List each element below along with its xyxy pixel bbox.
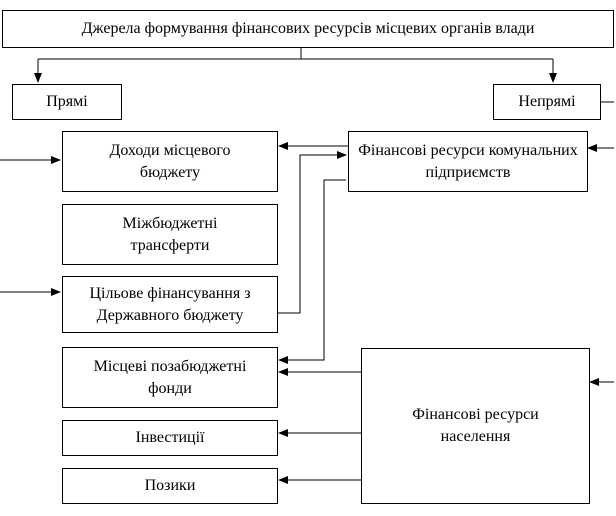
arrow-municipal-to-extrabudgetary (278, 179, 346, 364)
loans-text: Позики (144, 477, 196, 494)
population-text: Фінансові ресурси населення (412, 406, 539, 445)
municipal-enterprises-box: Фінансові ресурси комунальних підприємст… (348, 131, 588, 192)
direct-text: Прямі (46, 93, 88, 110)
local-extrabudgetary-funds-text: Місцеві позабюджетні фонди (93, 357, 247, 397)
municipal-enterprises-text: Фінансові ресурси комунальних підприємст… (358, 141, 578, 181)
targeted-state-funding-box: Цільове фінансування з Державного бюджет… (62, 276, 278, 333)
local-budget-revenue-box: Доходи місцевого бюджету (62, 131, 278, 192)
targeted-state-funding-text: Цільове фінансування з Державного бюджет… (89, 284, 251, 324)
indirect-box: Непрямі (493, 84, 601, 120)
intergovernmental-transfers-box: Міжбюджетні трансферти (62, 204, 278, 265)
investments-box: Інвестиції (62, 420, 278, 456)
investments-text: Інвестиції (135, 429, 205, 446)
population-box: Фінансові ресурси населення (361, 348, 590, 504)
loans-box: Позики (62, 468, 278, 504)
title-text: Джерела формування фінансових ресурсів м… (81, 20, 535, 37)
title-box: Джерела формування фінансових ресурсів м… (2, 10, 614, 48)
local-budget-revenue-text: Доходи місцевого бюджету (109, 141, 231, 181)
local-extrabudgetary-funds-box: Місцеві позабюджетні фонди (62, 347, 278, 408)
indirect-text: Непрямі (518, 93, 576, 110)
connector-title-split (38, 48, 553, 60)
direct-box: Прямі (12, 84, 122, 120)
arrow-targeted-to-municipal (277, 151, 347, 314)
intergovernmental-transfers-text: Міжбюджетні трансферти (122, 214, 218, 254)
